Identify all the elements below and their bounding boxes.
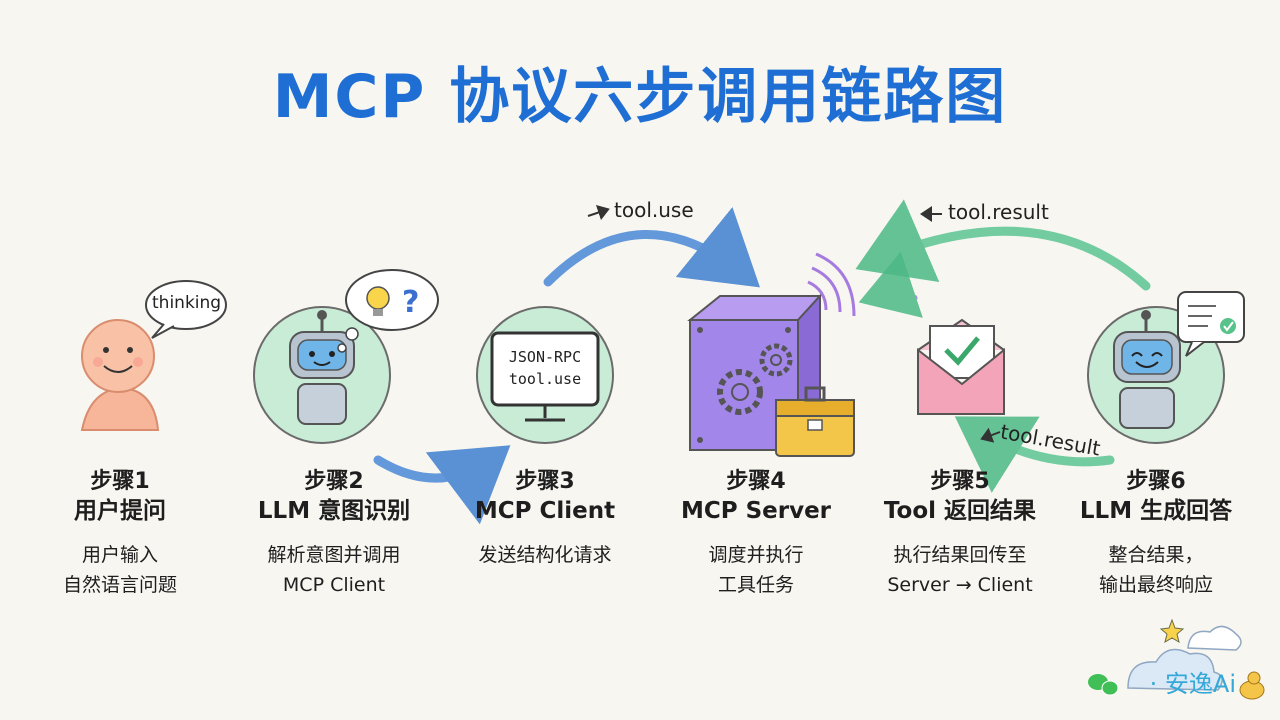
cloud-icon — [1127, 625, 1242, 691]
step-name: 用户提问 — [74, 498, 166, 524]
monitor-line-1: JSON-RPC — [508, 348, 582, 366]
thinking-label: thinking — [152, 293, 222, 313]
star-icon — [1159, 618, 1185, 644]
step-description-line: Server → Client — [887, 574, 1033, 596]
step-description: 执行结果回传至 Server → Client — [860, 540, 1060, 600]
step-description-line: 发送结构化请求 — [478, 544, 612, 566]
small-arrow-bottom-right — [980, 427, 1001, 443]
wechat-icon — [1088, 674, 1119, 696]
thinking-bubble-icon — [145, 280, 227, 339]
brand-watermark: · 安逸Ai — [1149, 670, 1236, 698]
step-name: MCP Server — [680, 498, 832, 524]
step-description-line: 工具任务 — [717, 574, 794, 596]
svg-text:?: ? — [402, 285, 419, 320]
step-description-line: 解析意图并调用 — [267, 544, 401, 566]
step-description: 整合结果， 输出最终响应 — [1056, 540, 1256, 600]
step-4: 步骤4 MCP Server 调度并执行 工具任务 — [656, 468, 856, 600]
arrow-step5-to-server — [858, 251, 923, 318]
monitor-line-2: tool.use — [508, 370, 582, 388]
step-description: 用户输入 自然语言问题 — [20, 540, 220, 600]
arrow-tool-use-top — [543, 207, 760, 288]
question-icon: ? — [402, 285, 419, 320]
step-description-line: 输出最终响应 — [1098, 574, 1213, 596]
monitor-icon — [476, 306, 614, 444]
step-description-line: MCP Client — [282, 574, 386, 596]
step-3: 步骤3 MCP Client 发送结构化请求 — [445, 468, 645, 570]
step-name: LLM 生成回答 — [1079, 498, 1233, 524]
bird-icon — [1239, 671, 1265, 700]
arrow-label-tool-use: tool.use — [614, 198, 694, 222]
arrow-tool-result-top — [855, 199, 1151, 291]
monitor-screen: JSON-RPC tool.use — [496, 346, 594, 390]
chat-check-icon — [1177, 291, 1245, 357]
page-title: MCP 协议六步调用链路图 — [272, 62, 1008, 132]
step-name: Tool 返回结果 — [883, 498, 1037, 524]
step-description-line: 整合结果， — [1108, 544, 1204, 566]
robot-icon — [253, 306, 391, 444]
small-arrow-top-left — [587, 204, 610, 221]
lightbulb-icon — [337, 269, 439, 353]
step-number: 步骤6 — [1126, 469, 1186, 494]
step-number: 步骤3 — [515, 469, 575, 494]
step-description: 解析意图并调用 MCP Client — [234, 540, 434, 600]
wifi-signal-icon — [807, 252, 856, 317]
person-icon — [80, 319, 160, 431]
step-description-line: 调度并执行 — [708, 544, 804, 566]
step-5: 步骤5 Tool 返回结果 执行结果回传至 Server → Client — [860, 468, 1060, 600]
step-number: 步骤5 — [930, 469, 990, 494]
step-description-line: 执行结果回传至 — [893, 544, 1027, 566]
step-number: 步骤1 — [90, 469, 150, 494]
step-number: 步骤4 — [726, 469, 786, 494]
envelope-check-icon — [917, 318, 1005, 415]
arrow-step2-to-step3 — [373, 445, 511, 525]
step-6: 步骤6 LLM 生成回答 整合结果， 输出最终响应 — [1056, 468, 1256, 600]
arrow-label-tool-result-top: tool.result — [948, 200, 1049, 224]
step-name: MCP Client — [474, 498, 616, 524]
step-description: 调度并执行 工具任务 — [656, 540, 856, 600]
step-2: 步骤2 LLM 意图识别 解析意图并调用 MCP Client — [234, 468, 434, 600]
step-name: LLM 意图识别 — [257, 498, 411, 524]
step-description-line: 用户输入 — [81, 544, 158, 566]
step-number: 步骤2 — [304, 469, 364, 494]
gear-icon — [717, 343, 793, 415]
step-description-line: 自然语言问题 — [62, 574, 177, 596]
step-1: 步骤1 用户提问 用户输入 自然语言问题 — [20, 468, 220, 600]
step-description: 发送结构化请求 — [445, 540, 645, 570]
toolbox-icon — [775, 386, 855, 457]
